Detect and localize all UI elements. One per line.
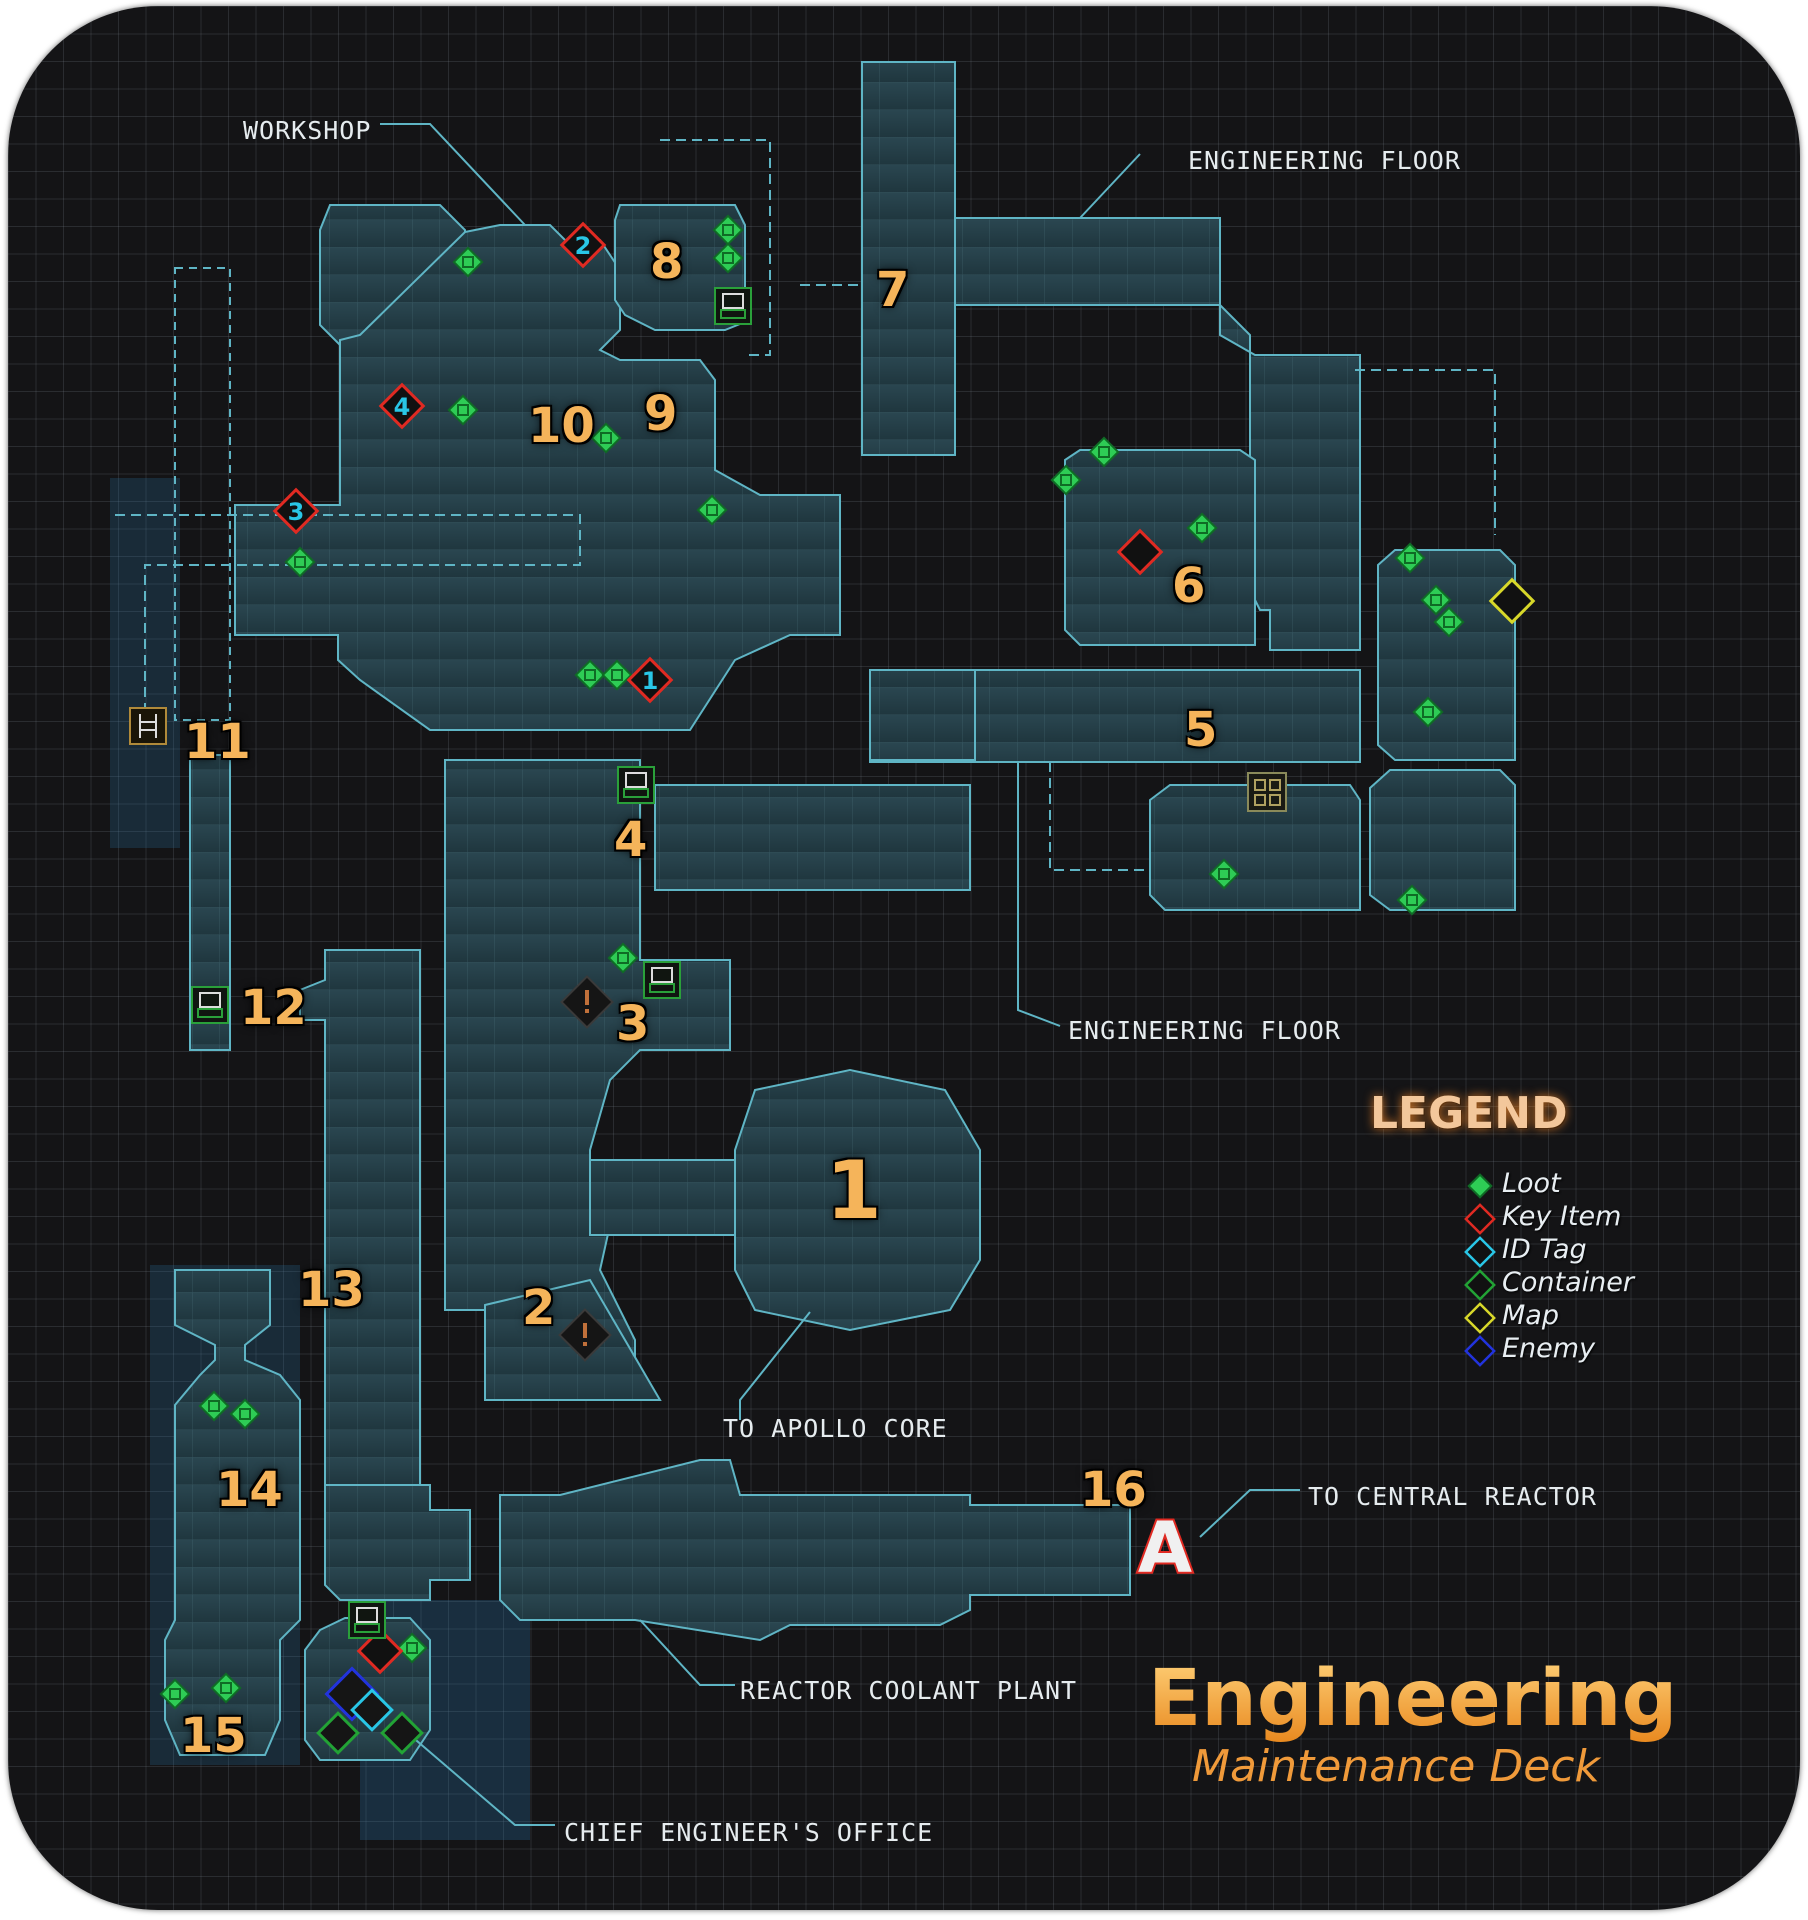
loot-icon (1396, 884, 1428, 916)
key-item-number: 1 (642, 667, 659, 695)
id-tag-icon (350, 1688, 394, 1732)
container-icon (714, 287, 752, 325)
legend-label: Container (1502, 1267, 1634, 1298)
container-icon (191, 986, 229, 1024)
key-item-number: 2 (575, 232, 592, 260)
legend-item-key: Key Item (1464, 1201, 1621, 1235)
loot-icon (159, 1678, 191, 1710)
key-item-icon (1117, 529, 1163, 575)
key-item-number: 4 (394, 393, 411, 421)
container-icon (1464, 1269, 1496, 1301)
location-number: 14 (216, 1462, 283, 1518)
enemy-icon (1464, 1335, 1496, 1367)
loot-icon (210, 1672, 242, 1704)
enemy-icon (558, 1308, 612, 1362)
map-icon (1464, 1302, 1496, 1334)
loot-icon (396, 1632, 428, 1664)
legend-label: Enemy (1502, 1333, 1596, 1364)
loot-icon (1467, 1173, 1493, 1199)
legend-label: Loot (1502, 1168, 1561, 1199)
loot-icon (1412, 696, 1444, 728)
ladder-icon (129, 707, 167, 745)
id-tag-icon (1464, 1236, 1496, 1268)
map-title: Engineering (1148, 1654, 1678, 1744)
label-coolant-plant: REACTOR COOLANT PLANT (740, 1676, 1078, 1705)
location-number: 9 (644, 386, 678, 442)
loot-icon (1186, 512, 1218, 544)
loot-icon (601, 659, 633, 691)
label-central-reactor: TO CENTRAL REACTOR (1308, 1482, 1597, 1511)
location-number: 3 (616, 996, 650, 1052)
legend-item-enemy: Enemy (1464, 1333, 1595, 1367)
map-subtitle: Maintenance Deck (1192, 1741, 1600, 1792)
location-number: 2 (522, 1280, 556, 1336)
entrance-marker: A (1138, 1507, 1192, 1589)
label-workshop: WORKSHOP (243, 116, 372, 145)
container-icon (348, 1601, 386, 1639)
loot-icon (590, 422, 622, 454)
grid-panel-icon (1247, 772, 1287, 812)
loot-icon (607, 942, 639, 974)
location-number: 11 (184, 714, 251, 770)
legend-item-loot: Loot (1464, 1168, 1561, 1202)
loot-icon (1208, 858, 1240, 890)
location-number: 12 (240, 980, 307, 1036)
location-number: 1 (826, 1144, 882, 1237)
loot-icon (1394, 542, 1426, 574)
map-icon (1488, 577, 1536, 625)
location-number: 5 (1184, 702, 1218, 758)
label-chief-office: CHIEF ENGINEER'S OFFICE (564, 1818, 934, 1847)
legend-label: Map (1502, 1300, 1559, 1331)
location-number: 13 (298, 1262, 365, 1318)
location-number: 10 (528, 398, 595, 454)
loot-icon (229, 1398, 261, 1430)
map-frame: 2 4 3 1 A WORKSHOP ENGINEERING FLOOR ENG… (8, 6, 1800, 1910)
map-markers: 2 4 3 1 A (129, 214, 1536, 1755)
container-icon (316, 1711, 360, 1755)
loot-icon (1088, 436, 1120, 468)
legend-label: Key Item (1502, 1201, 1622, 1232)
loot-icon (284, 546, 316, 578)
legend-item-map: Map (1464, 1300, 1559, 1334)
key-item-icon (1464, 1203, 1496, 1235)
location-number: 7 (876, 262, 910, 318)
legend-item-id-tag: ID Tag (1464, 1234, 1587, 1268)
legend-title: LEGEND (1370, 1088, 1568, 1139)
location-number: 8 (650, 234, 684, 290)
location-number: 15 (180, 1708, 247, 1764)
loot-icon (574, 659, 606, 691)
container-icon (643, 961, 681, 999)
loot-icon (712, 242, 744, 274)
loot-icon (447, 394, 479, 426)
loot-icon (696, 494, 728, 526)
label-engineering-floor-mid: ENGINEERING FLOOR (1068, 1016, 1341, 1045)
location-number: 4 (614, 812, 648, 868)
loot-icon (712, 214, 744, 246)
loot-icon (198, 1390, 230, 1422)
label-apollo-core: TO APOLLO CORE (723, 1414, 948, 1443)
location-number: 16 (1080, 1462, 1147, 1518)
container-icon (617, 766, 655, 804)
location-number: 6 (1172, 558, 1206, 614)
container-icon (380, 1711, 424, 1755)
enemy-icon (560, 975, 614, 1029)
loot-icon (1050, 464, 1082, 496)
legend-label: ID Tag (1502, 1234, 1587, 1265)
label-engineering-floor-top: ENGINEERING FLOOR (1188, 146, 1461, 175)
key-item-number: 3 (288, 498, 305, 526)
legend-item-container: Container (1464, 1267, 1634, 1301)
loot-icon (452, 246, 484, 278)
